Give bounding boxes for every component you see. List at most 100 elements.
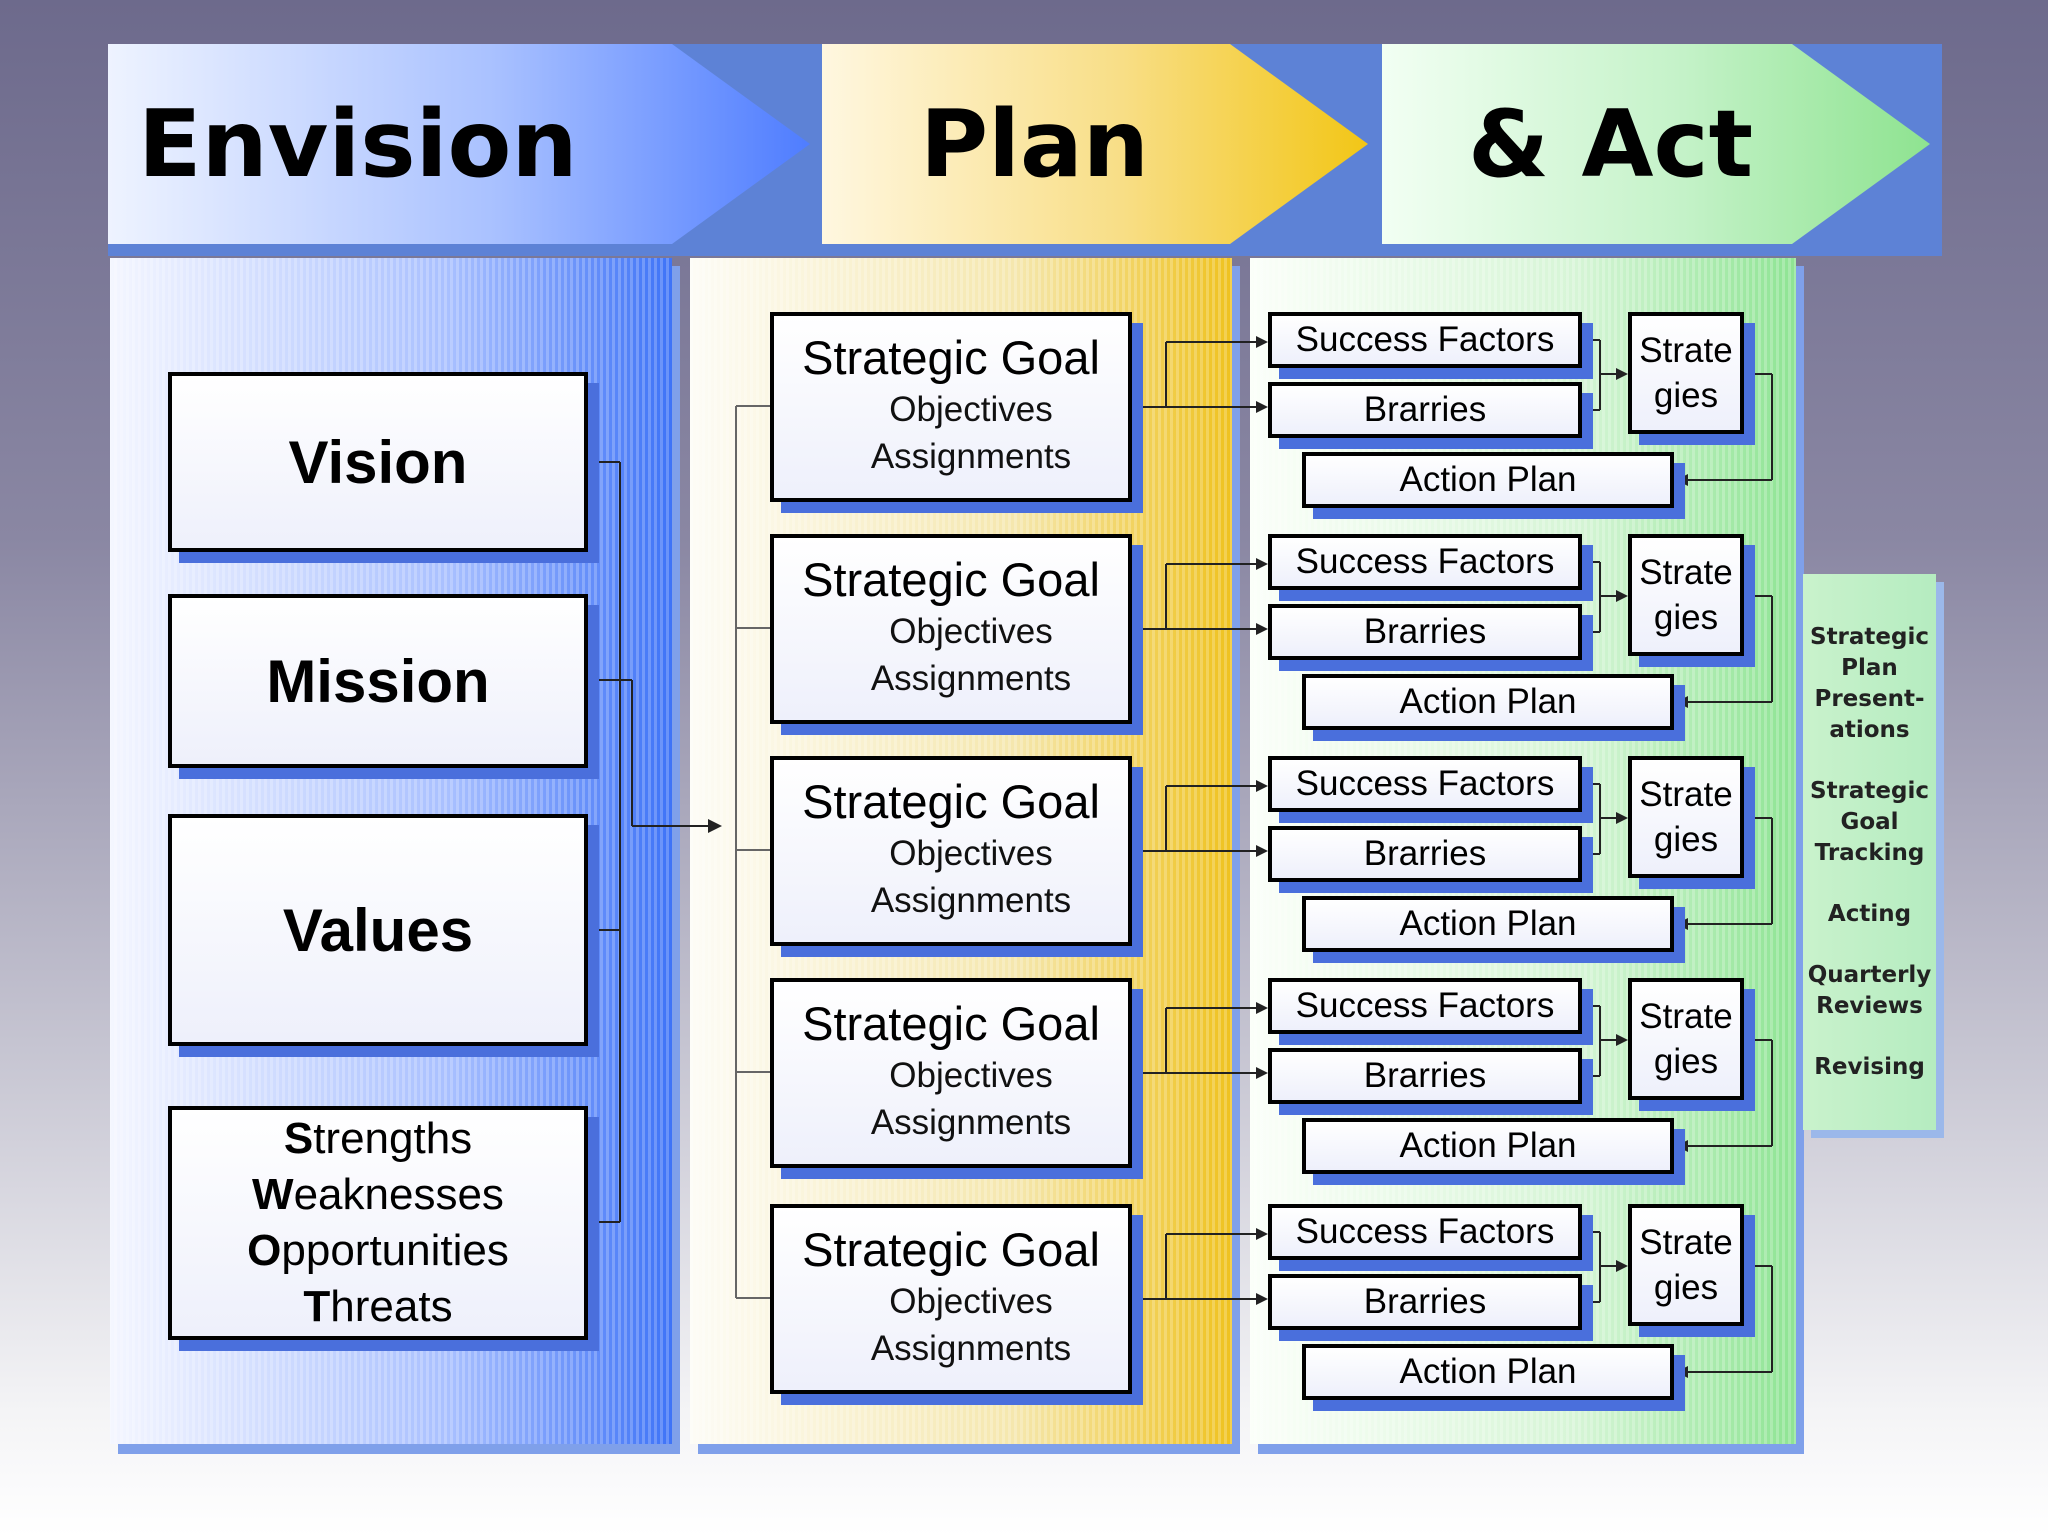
values-box: Values — [168, 814, 588, 1046]
strategies-line-1: Strate — [1639, 553, 1733, 592]
vision-box: Vision — [168, 372, 588, 552]
goal-title: Strategic Goal — [802, 331, 1100, 384]
goal-objectives: Objectives — [889, 612, 1053, 651]
strategies-line-2: gies — [1653, 376, 1719, 415]
success-factors-label: Success Factors — [1295, 542, 1555, 581]
action-plan-box: Action Plan — [1302, 1344, 1674, 1400]
connector-arrowhead — [1676, 1366, 1688, 1378]
strategies-box: Strate gies — [1628, 978, 1744, 1100]
barriers-box: Brarries — [1268, 382, 1582, 438]
act-title: & Act — [1468, 90, 1754, 198]
connector-arrowhead — [1616, 368, 1628, 380]
barriers-box: Brarries — [1268, 826, 1582, 882]
swot-box: Strengths Weaknesses Opportunities Threa… — [168, 1106, 588, 1340]
strategies-line-1: Strate — [1639, 775, 1733, 814]
connector-arrowhead — [1256, 1228, 1268, 1240]
strategies-box: Strate gies — [1628, 1204, 1744, 1326]
plan-bracket — [735, 405, 770, 1299]
goal-objectives: Objectives — [889, 834, 1053, 873]
barriers-label: Brarries — [1363, 1056, 1487, 1095]
goal-assignments: Assignments — [870, 659, 1072, 698]
connector-arrowhead — [1676, 1140, 1688, 1152]
mission-label: Mission — [266, 647, 490, 715]
act-connectors — [1132, 336, 1773, 1378]
action-plan-label: Action Plan — [1399, 1352, 1577, 1391]
action-plan-box: Action Plan — [1302, 674, 1674, 730]
side-item-quarterly-reviews: Quarterly Reviews — [1807, 961, 1932, 1019]
success-factors-label: Success Factors — [1295, 764, 1555, 803]
barriers-box: Brarries — [1268, 604, 1582, 660]
strategies-line-2: gies — [1653, 1268, 1719, 1307]
success-factors-box: Success Factors — [1268, 312, 1582, 368]
action-plan-label: Action Plan — [1399, 1126, 1577, 1165]
strategies-box: Strate gies — [1628, 312, 1744, 434]
connector-arrowhead — [1256, 623, 1268, 635]
barriers-label: Brarries — [1363, 390, 1487, 429]
action-plan-box: Action Plan — [1302, 1118, 1674, 1174]
barriers-label: Brarries — [1363, 1282, 1487, 1321]
strategies-line-2: gies — [1653, 820, 1719, 859]
barriers-label: Brarries — [1363, 612, 1487, 651]
strategies-line-2: gies — [1653, 598, 1719, 637]
connector-arrowhead — [1256, 401, 1268, 413]
goal-assignments: Assignments — [870, 1329, 1072, 1368]
goal-title: Strategic Goal — [802, 1223, 1100, 1276]
goal-objectives: Objectives — [889, 1282, 1053, 1321]
connector-arrowhead — [1256, 336, 1268, 348]
goal-assignments: Assignments — [870, 1103, 1072, 1142]
goal-title: Strategic Goal — [802, 775, 1100, 828]
swot-line-threats: Threats — [303, 1282, 453, 1331]
vision-label: Vision — [288, 428, 468, 496]
action-plan-label: Action Plan — [1399, 904, 1577, 943]
side-item-plan-presentations: Strategic Plan Present- ations — [1810, 623, 1929, 743]
swot-line-strengths: Strengths — [283, 1114, 473, 1163]
side-item-acting: Acting — [1827, 900, 1912, 927]
connector-arrowhead — [1616, 1034, 1628, 1046]
success-factors-box: Success Factors — [1268, 756, 1582, 812]
connector-arrowhead — [1256, 845, 1268, 857]
goal-assignments: Assignments — [870, 437, 1072, 476]
barriers-box: Brarries — [1268, 1274, 1582, 1330]
envision-arrowhead — [708, 819, 722, 833]
connector-arrowhead — [1616, 812, 1628, 824]
side-item-goal-tracking: Strategic Goal Tracking — [1810, 777, 1929, 866]
success-factors-box: Success Factors — [1268, 1204, 1582, 1260]
action-plan-label: Action Plan — [1399, 682, 1577, 721]
goal-objectives: Objectives — [889, 1056, 1053, 1095]
barriers-box: Brarries — [1268, 1048, 1582, 1104]
connector-arrowhead — [1676, 918, 1688, 930]
connector-arrowhead — [1676, 696, 1688, 708]
plan-title: Plan — [920, 90, 1150, 198]
goal-title: Strategic Goal — [802, 997, 1100, 1050]
strategies-line-1: Strate — [1639, 1223, 1733, 1262]
success-factors-box: Success Factors — [1268, 978, 1582, 1034]
envision-connectors — [590, 461, 712, 1223]
success-factors-label: Success Factors — [1295, 1212, 1555, 1251]
strategies-box: Strate gies — [1628, 756, 1744, 878]
connector-arrowhead — [1256, 1002, 1268, 1014]
strategies-line-2: gies — [1653, 1042, 1719, 1081]
barriers-label: Brarries — [1363, 834, 1487, 873]
goal-objectives: Objectives — [889, 390, 1053, 429]
mission-box: Mission — [168, 594, 588, 768]
envision-title: Envision — [138, 90, 578, 198]
success-factors-box: Success Factors — [1268, 534, 1582, 590]
connector-arrowhead — [1256, 558, 1268, 570]
plan-arrow — [822, 44, 1368, 244]
connector-arrowhead — [1256, 1293, 1268, 1305]
success-factors-label: Success Factors — [1295, 986, 1555, 1025]
goal-assignments: Assignments — [870, 881, 1072, 920]
connector-arrowhead — [1616, 590, 1628, 602]
strategies-line-1: Strate — [1639, 997, 1733, 1036]
values-label: Values — [282, 896, 474, 964]
action-plan-box: Action Plan — [1302, 452, 1674, 508]
act-arrow — [1382, 44, 1930, 244]
side-item-revising: Revising — [1814, 1053, 1925, 1080]
swot-line-weaknesses: Weaknesses — [252, 1170, 504, 1219]
connector-arrowhead — [1676, 474, 1688, 486]
strategies-line-1: Strate — [1639, 331, 1733, 370]
